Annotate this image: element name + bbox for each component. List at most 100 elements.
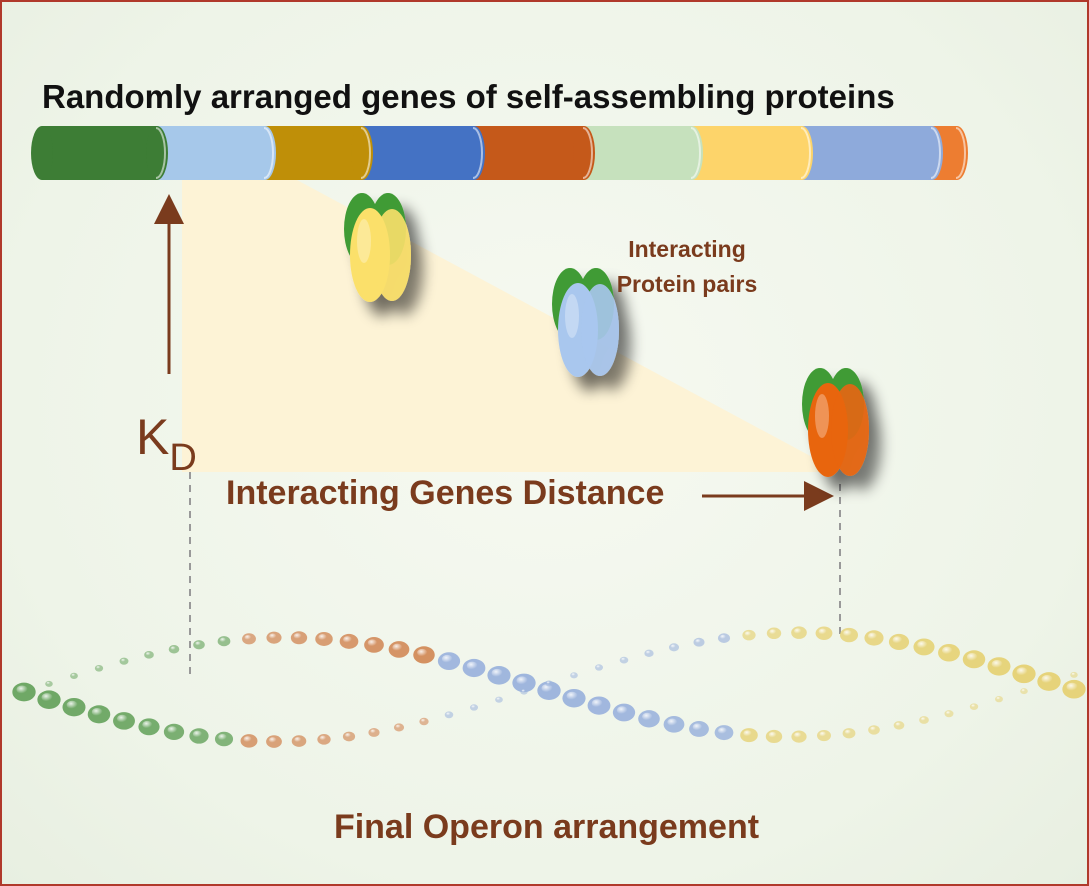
operon-bead (839, 627, 859, 643)
operon-bead (487, 666, 511, 685)
operon-bead (342, 731, 356, 742)
operon-bead (644, 649, 654, 658)
operon-bead (817, 729, 831, 742)
operon-bead (545, 680, 553, 687)
operon-bead (437, 652, 461, 671)
operon-bead (512, 673, 536, 693)
operon-bead (913, 638, 935, 656)
operon-bead (888, 633, 910, 651)
operon-bead (693, 637, 705, 647)
interacting-protein-pairs-label: Interacting Protein pairs (602, 232, 772, 302)
operon-bead (587, 696, 611, 715)
operon-bead (1020, 688, 1028, 695)
operon-bead (740, 728, 758, 743)
operon-bead (791, 730, 807, 743)
operon-bead (315, 631, 333, 646)
operon-bead (444, 711, 454, 719)
operon-bead (938, 644, 960, 662)
kd-subscript: D (169, 437, 197, 479)
operon-bead (864, 630, 884, 646)
operon-bead (1070, 671, 1078, 678)
protein-pair (802, 368, 869, 477)
operon-helix (12, 626, 1086, 748)
operon-bead (495, 696, 503, 703)
gene-segment (802, 126, 943, 180)
operon-bead (619, 656, 629, 664)
pairs-label-line1: Interacting (628, 236, 746, 262)
operon-bead (339, 633, 359, 649)
operon-bead (570, 672, 578, 679)
operon-bead (163, 723, 185, 740)
operon-bead (595, 664, 603, 671)
operon-bead (317, 734, 331, 745)
operon-bead (842, 728, 856, 739)
operon-bead (70, 672, 78, 679)
operon-bead (537, 681, 561, 700)
kd-main: K (136, 409, 170, 465)
operon-bead (1062, 679, 1086, 699)
operon-bead (12, 682, 36, 702)
operon-bead (168, 645, 180, 654)
operon-bead (119, 657, 129, 665)
operon-bead (717, 633, 731, 643)
operon-bead (1037, 672, 1061, 691)
operon-bead (815, 626, 833, 640)
operon-bead (266, 631, 282, 644)
operon-bead (364, 637, 384, 653)
gene-bar (31, 126, 968, 180)
operon-bead (668, 643, 680, 652)
operon-bead (291, 735, 307, 747)
operon-bead (969, 703, 979, 710)
operon-bead (290, 631, 308, 645)
operon-bead (919, 716, 929, 724)
operon-bead (419, 717, 429, 726)
gene-segment (31, 126, 168, 180)
operon-bead (663, 716, 685, 733)
operon-bead (388, 641, 410, 658)
operon-bead (462, 658, 486, 678)
operon-bead (791, 626, 807, 639)
operon-bead (766, 627, 782, 640)
operon-bead (193, 640, 205, 650)
operon-bead (189, 728, 209, 744)
final-operon-label: Final Operon arrangement (333, 808, 760, 846)
diagram-title: Randomly arranged genes of self-assembli… (42, 78, 895, 115)
operon-bead (113, 712, 135, 730)
operon-bead (217, 636, 231, 647)
operon-bead (242, 633, 256, 645)
operon-bead (995, 695, 1003, 703)
operon-bead (138, 718, 160, 736)
operon-bead (144, 650, 154, 659)
operon-bead (240, 734, 258, 748)
gene-segment (474, 126, 595, 180)
protein-pair (344, 193, 411, 302)
operon-bead (868, 725, 880, 735)
distance-label: Interacting Genes Distance (226, 474, 665, 512)
operon-bead (612, 703, 636, 722)
operon-bead (62, 697, 86, 717)
operon-bead (94, 664, 104, 672)
operon-bead (944, 710, 954, 718)
protein-pair (552, 268, 619, 377)
operon-bead (214, 731, 234, 747)
gene-segment (157, 126, 276, 180)
gene-segment (584, 126, 703, 180)
gene-segment (362, 126, 485, 180)
pairs-label-line2: Protein pairs (616, 271, 758, 297)
gene-segment (692, 126, 813, 180)
operon-bead (368, 728, 380, 737)
operon-bead (37, 690, 61, 709)
operon-bead (765, 729, 783, 744)
protein-pairs (344, 193, 869, 477)
gene-segment (265, 126, 373, 180)
operon-bead (393, 723, 405, 732)
operon-bead (742, 629, 756, 641)
operon-bead (714, 725, 734, 741)
operon-bead (689, 721, 709, 737)
operon-bead (1012, 664, 1036, 684)
kd-label: KD (136, 409, 197, 477)
operon-bead (45, 680, 53, 687)
kd-distance-triangle (182, 180, 840, 472)
